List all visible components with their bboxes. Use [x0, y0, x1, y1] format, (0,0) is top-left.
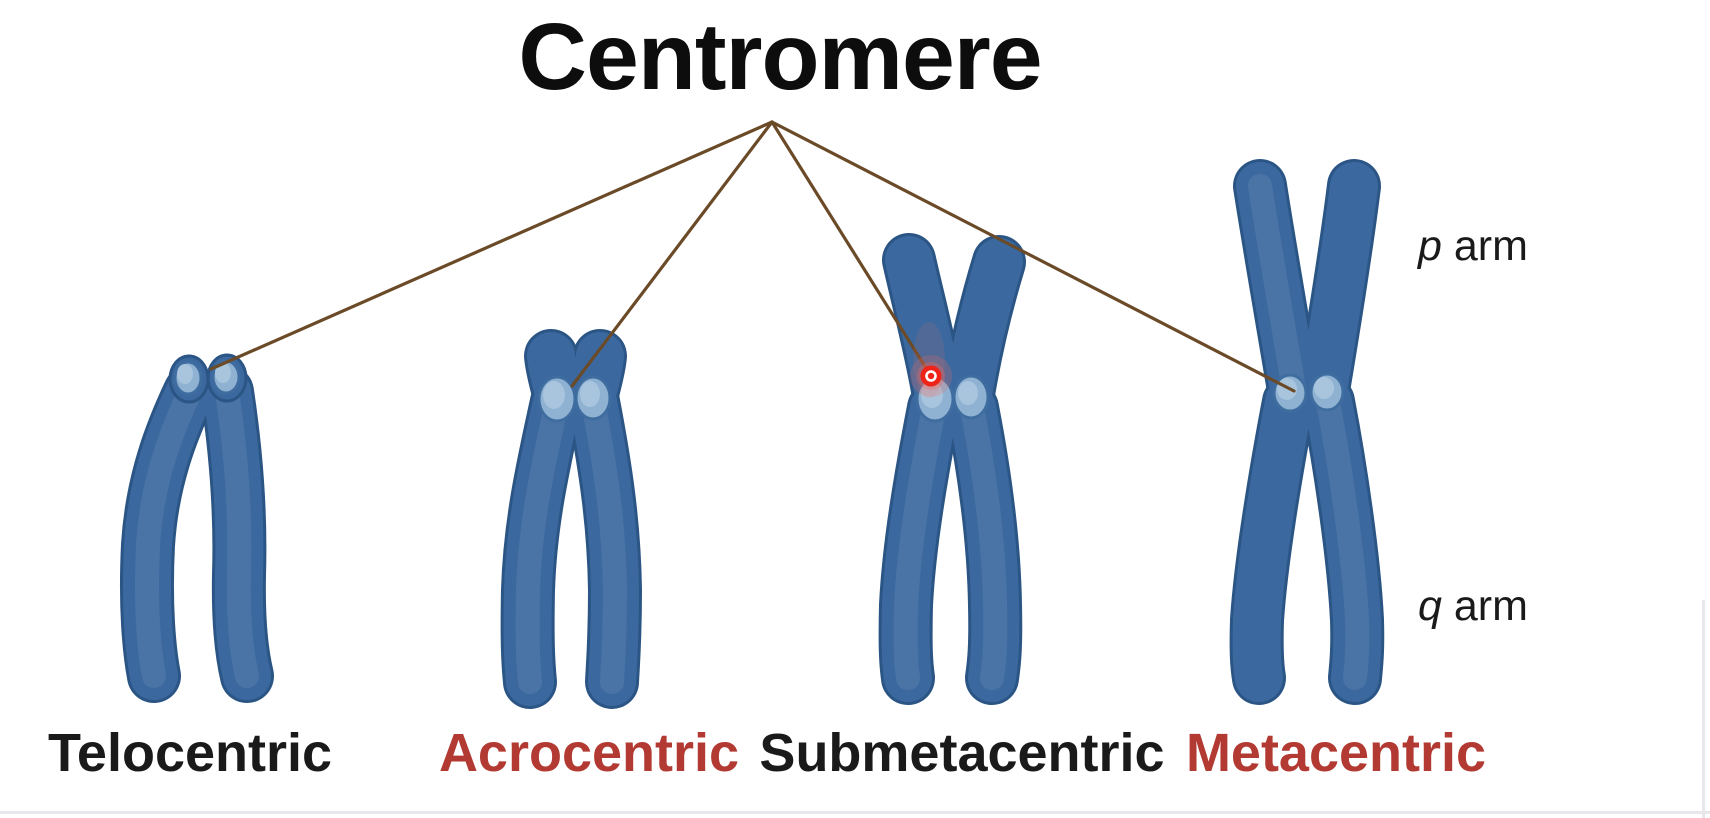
submetacentric-right-qarm	[948, 384, 1020, 702]
telocentric-centromere-highlight	[177, 364, 193, 384]
metacentric-centromere-highlight	[1314, 377, 1334, 399]
red-dot-center	[927, 372, 935, 380]
telocentric-right-arm-sheen	[215, 380, 259, 688]
p-arm-label: p arm	[1418, 222, 1528, 271]
p-arm-symbol: p	[1418, 222, 1442, 270]
metacentric-right-parm	[1300, 162, 1378, 408]
submetacentric-centromere-highlight	[958, 381, 978, 405]
telocentric-chromosome	[119, 353, 274, 703]
centromere-pointer-lines	[209, 120, 1296, 393]
acrocentric-centromere-highlight	[543, 381, 565, 409]
pointer-line-submetacentric	[770, 120, 933, 378]
pointer-line-acrocentric	[570, 120, 774, 388]
submetacentric-chromosome	[878, 233, 1026, 705]
right-edge-line	[1702, 600, 1705, 818]
telocentric-right-arm	[203, 368, 271, 700]
metacentric-left-qarm	[1232, 378, 1313, 702]
pointer-line-telocentric	[209, 120, 774, 371]
label-submetacentric: Submetacentric	[759, 723, 1165, 783]
submetacentric-right-parm	[945, 238, 1023, 412]
acrocentric-centromere-highlight	[580, 381, 600, 407]
acrocentric-right-qarm-sheen	[581, 390, 628, 694]
acrocentric-left-qarm	[503, 378, 581, 706]
label-acrocentric: Acrocentric	[438, 723, 740, 783]
pointer-line-metacentric	[770, 120, 1296, 393]
submetacentric-right-qarm-sheen	[960, 396, 1008, 690]
acrocentric-chromosome	[500, 329, 643, 709]
q-arm-label: q arm	[1418, 582, 1528, 631]
label-metacentric: Metacentric	[1185, 723, 1487, 783]
page-title: Centromere	[518, 4, 1042, 110]
metacentric-right-qarm-sheen	[1316, 390, 1370, 690]
p-arm-word: arm	[1441, 222, 1528, 270]
acrocentric-right-qarm	[569, 378, 640, 706]
label-telocentric: Telocentric	[47, 723, 333, 783]
bottom-edge-line	[0, 811, 1710, 814]
metacentric-left-parm-sheen	[1248, 174, 1305, 396]
submetacentric-left-qarm-sheen	[893, 396, 946, 690]
telocentric-left-arm-sheen	[134, 380, 202, 688]
acrocentric-left-qarm-sheen	[515, 390, 569, 694]
metacentric-chromosome	[1229, 159, 1385, 705]
telocentric-left-arm	[122, 368, 214, 700]
metacentric-right-qarm	[1304, 378, 1382, 702]
q-arm-symbol: q	[1418, 582, 1442, 630]
metacentric-left-parm	[1236, 162, 1317, 408]
submetacentric-centromere-highlight	[921, 382, 943, 408]
submetacentric-left-qarm	[881, 384, 958, 702]
red-dot-marker-icon	[910, 322, 952, 398]
telocentric-centromere-highlight	[215, 363, 231, 383]
q-arm-word: arm	[1441, 582, 1528, 630]
